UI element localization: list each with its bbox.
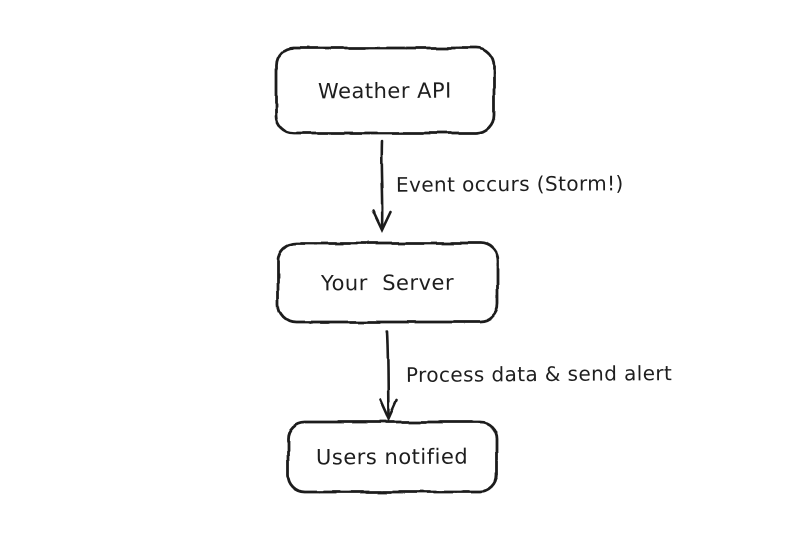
node-your-server-label: Your Server bbox=[321, 270, 455, 295]
node-users-notified-label: Users notified bbox=[316, 444, 469, 470]
node-weather-api: Weather API bbox=[276, 48, 494, 133]
edge-label-event-occurs: Event occurs (Storm!) bbox=[395, 171, 624, 197]
arrow-weather-api-to-your-server bbox=[371, 139, 392, 234]
arrow-your-server-to-users-notified bbox=[378, 329, 398, 422]
node-users-notified: Users notified bbox=[288, 422, 497, 492]
edge-label-process-data: Process data & send alert bbox=[405, 361, 673, 387]
node-weather-api-label: Weather API bbox=[318, 78, 452, 103]
node-your-server: Your Server bbox=[278, 243, 498, 322]
